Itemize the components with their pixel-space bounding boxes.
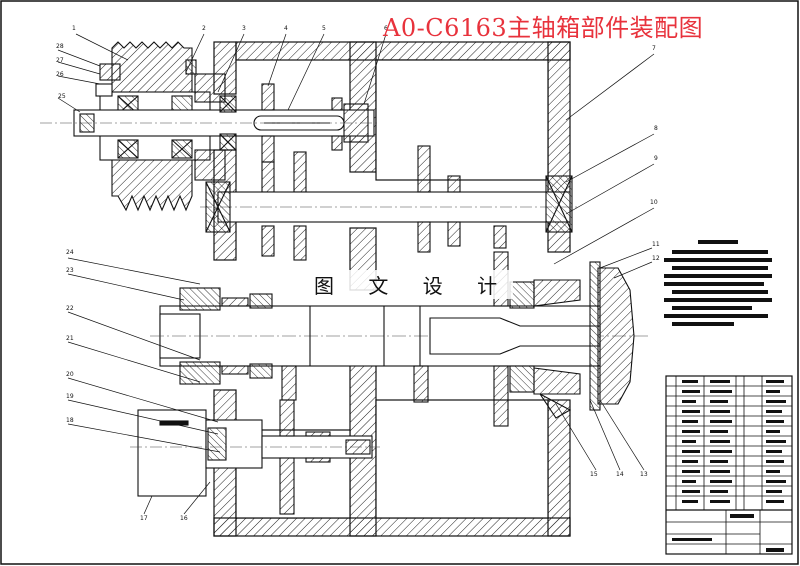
callout-6: 6 (384, 25, 388, 32)
callout-22: 22 (66, 305, 74, 312)
leader-lines (57, 33, 655, 515)
callout-26: 26 (56, 71, 64, 78)
callout-12: 12 (652, 255, 660, 262)
callout-21: 21 (66, 335, 74, 342)
callout-13: 13 (640, 471, 648, 478)
callout-24: 24 (66, 249, 74, 256)
callout-17: 17 (140, 515, 148, 522)
drawing-title: A0-C6163主轴箱部件装配图 (383, 14, 704, 42)
callout-27: 27 (56, 57, 64, 64)
callout-1: 1 (72, 25, 76, 32)
watermark-text: 图 文 设 计 (312, 270, 514, 299)
callout-23: 23 (66, 267, 74, 274)
callout-28: 28 (56, 43, 64, 50)
callout-5: 5 (322, 25, 326, 32)
callout-18: 18 (66, 417, 74, 424)
callout-9: 9 (654, 155, 658, 162)
parts-list-table (665, 375, 793, 555)
callout-20: 20 (66, 371, 74, 378)
callout-11: 11 (652, 241, 660, 248)
main-spindle (150, 251, 650, 427)
callout-2: 2 (202, 25, 206, 32)
callout-4: 4 (284, 25, 288, 32)
input-shaft (40, 95, 380, 151)
callout-8: 8 (654, 125, 658, 132)
feed-output-shaft (130, 399, 380, 515)
callout-19: 19 (66, 393, 74, 400)
input-shaft-gears (261, 83, 343, 193)
callout-7: 7 (652, 45, 656, 52)
callout-14: 14 (616, 471, 624, 478)
technical-requirements-block (664, 240, 772, 326)
callout-3: 3 (242, 25, 246, 32)
callout-15: 15 (590, 471, 598, 478)
callout-16: 16 (180, 515, 188, 522)
callout-25: 25 (58, 93, 66, 100)
intermediate-shaft (200, 145, 580, 261)
callout-10: 10 (650, 199, 658, 206)
